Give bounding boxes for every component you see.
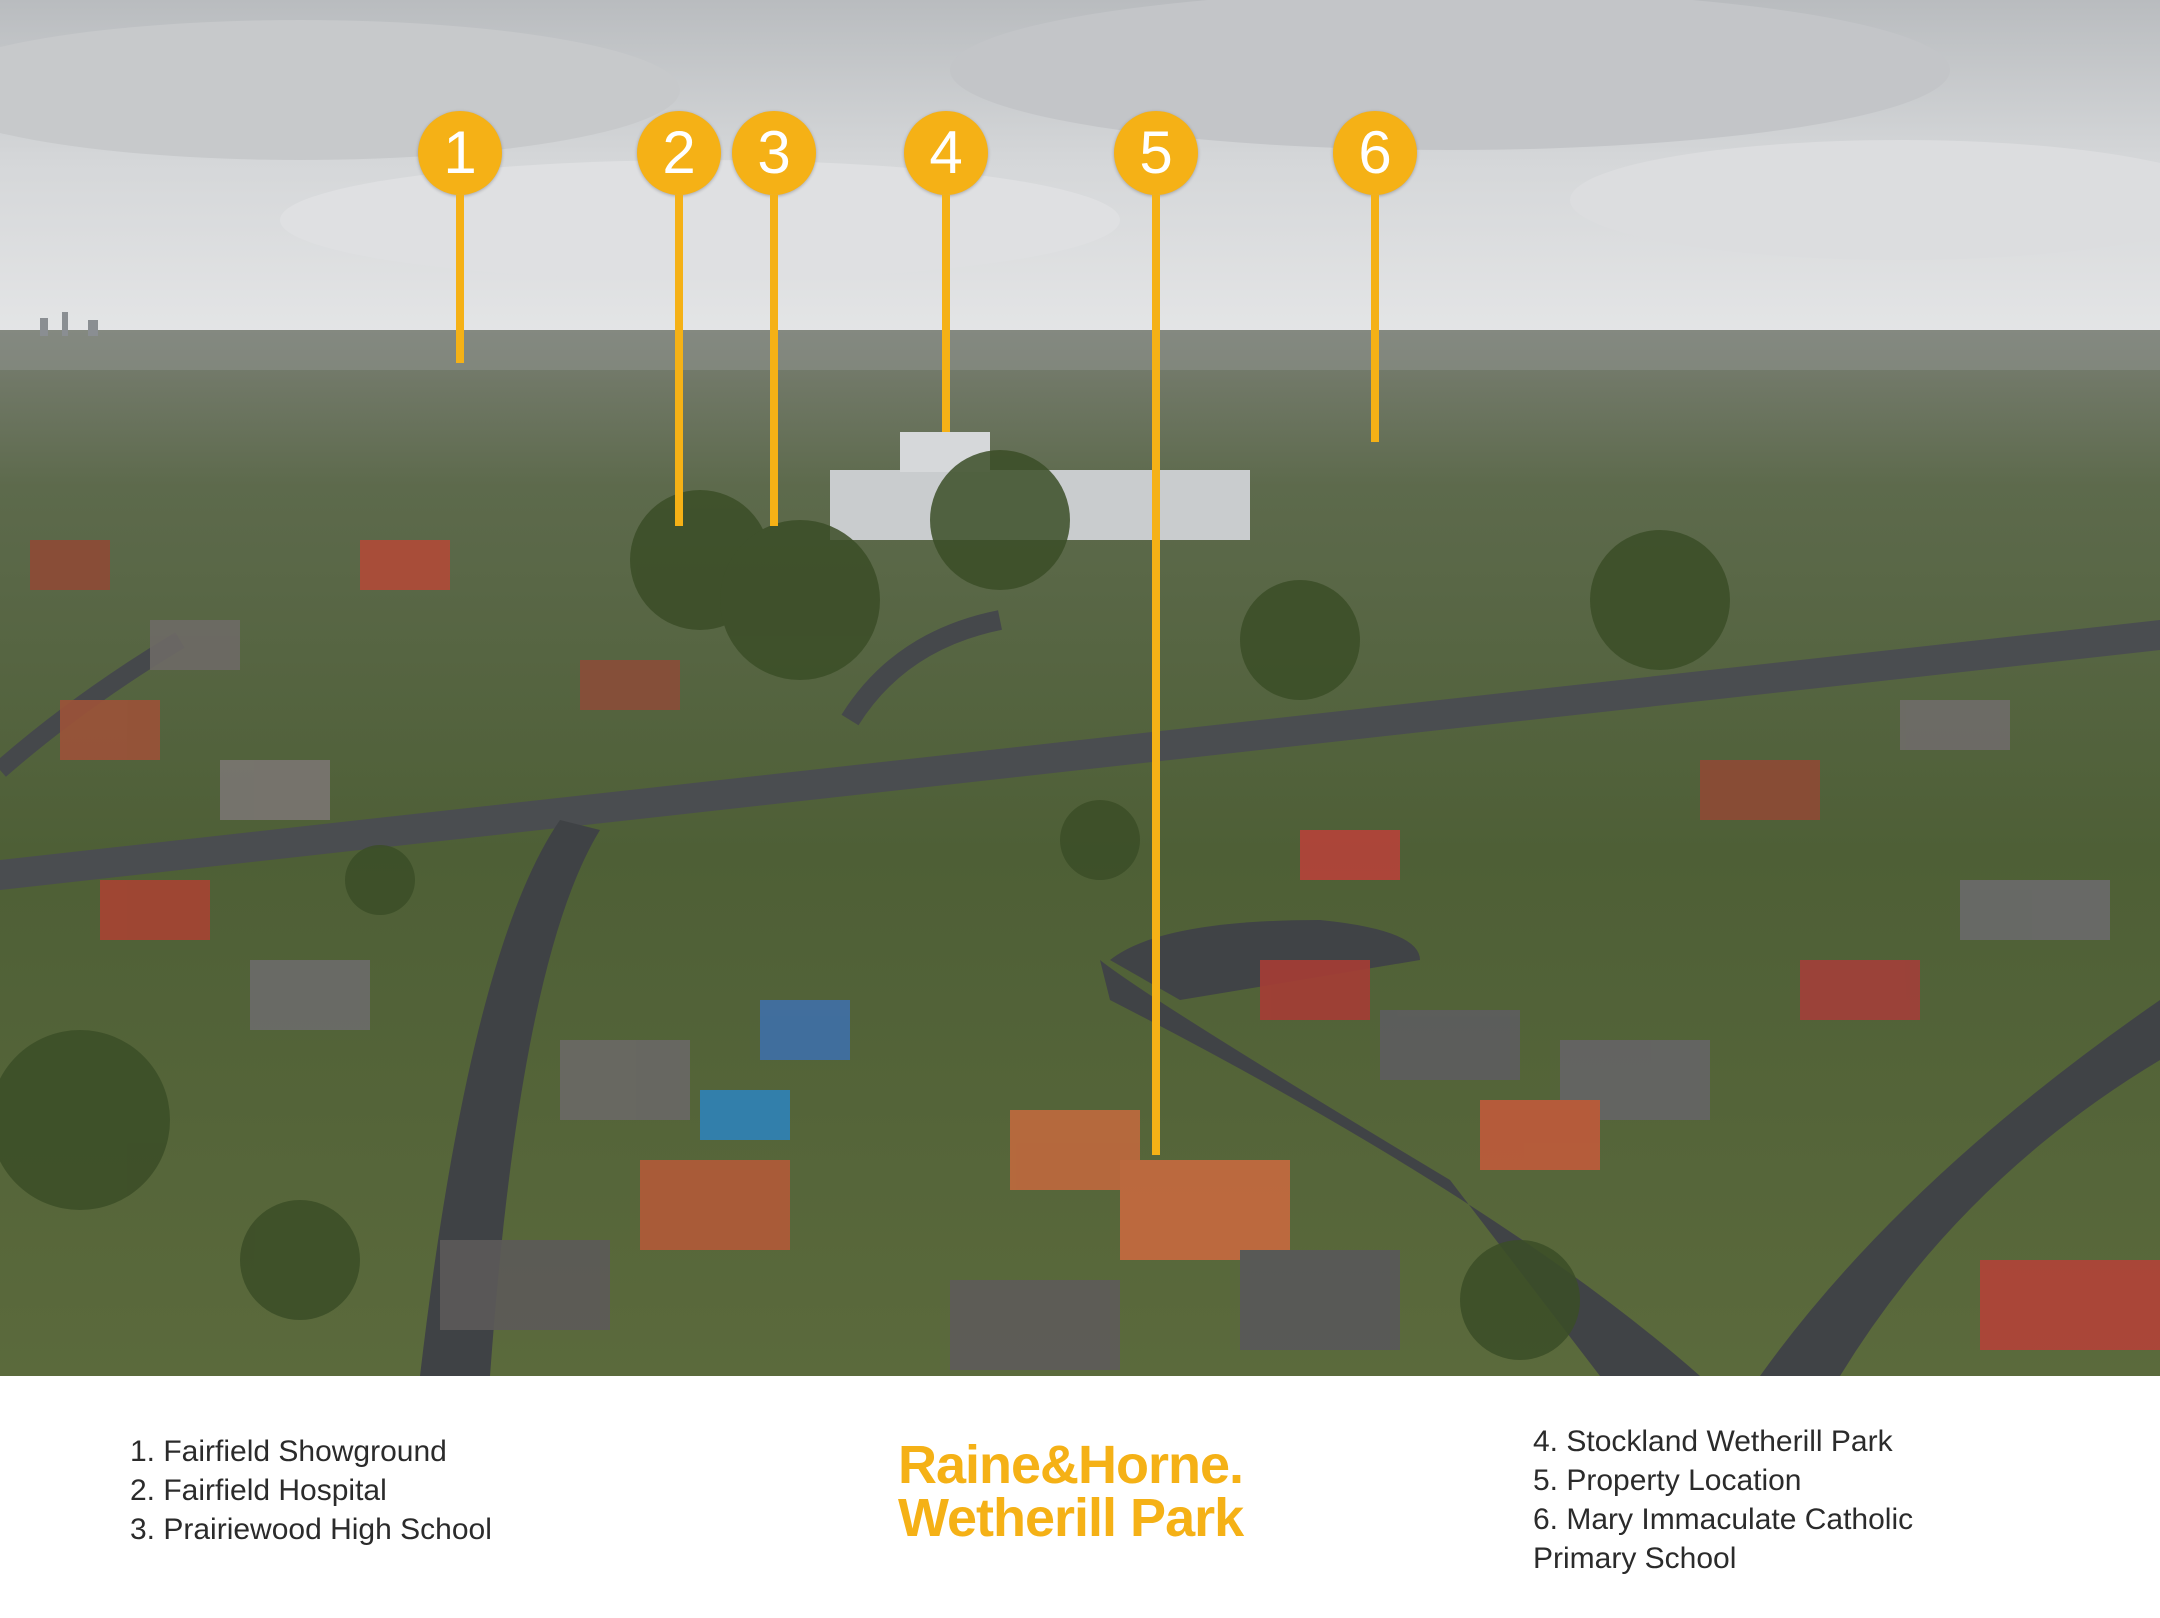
pin-number-2: 2 [637, 111, 721, 195]
pin-stem-5 [1152, 195, 1160, 1155]
legend-item-1: 1. Fairfield Showground [130, 1435, 447, 1468]
pin-number-1: 1 [418, 111, 502, 195]
map-pin-6: 6 [1333, 111, 1417, 442]
legend-footer: 1. Fairfield Showground 2. Fairfield Hos… [0, 1376, 2160, 1618]
brand-name: Raine&Horne. [898, 1435, 1244, 1495]
pin-number-5: 5 [1114, 111, 1198, 195]
pin-stem-3 [770, 195, 778, 526]
brand-logo: Raine&Horne. Wetherill Park [898, 1435, 1278, 1548]
legend-left: 1. Fairfield Showground 2. Fairfield Hos… [130, 1432, 492, 1549]
legend-item-5: 5. Property Location [1533, 1464, 1802, 1497]
map-pin-2: 2 [637, 111, 721, 526]
pin-stem-1 [456, 195, 464, 363]
pin-number-6: 6 [1333, 111, 1417, 195]
legend-item-3: 3. Prairiewood High School [130, 1513, 492, 1546]
legend-right: 4. Stockland Wetherill Park 5. Property … [1533, 1422, 1953, 1578]
map-pin-5: 5 [1114, 111, 1198, 1155]
map-pin-1: 1 [418, 111, 502, 363]
pin-stem-2 [675, 195, 683, 526]
map-pin-3: 3 [732, 111, 816, 526]
legend-item-4: 4. Stockland Wetherill Park [1533, 1425, 1893, 1458]
pin-number-3: 3 [732, 111, 816, 195]
brand-office: Wetherill Park [898, 1488, 1244, 1548]
pin-stem-4 [942, 195, 950, 432]
pin-stem-6 [1371, 195, 1379, 442]
map-pin-4: 4 [904, 111, 988, 432]
aerial-photo: 1 2 3 4 5 6 [0, 0, 2160, 1376]
aerial-scene [0, 0, 2160, 1376]
legend-item-6: 6. Mary Immaculate Catholic Primary Scho… [1533, 1503, 1914, 1575]
pin-number-4: 4 [904, 111, 988, 195]
legend-item-2: 2. Fairfield Hospital [130, 1474, 387, 1507]
